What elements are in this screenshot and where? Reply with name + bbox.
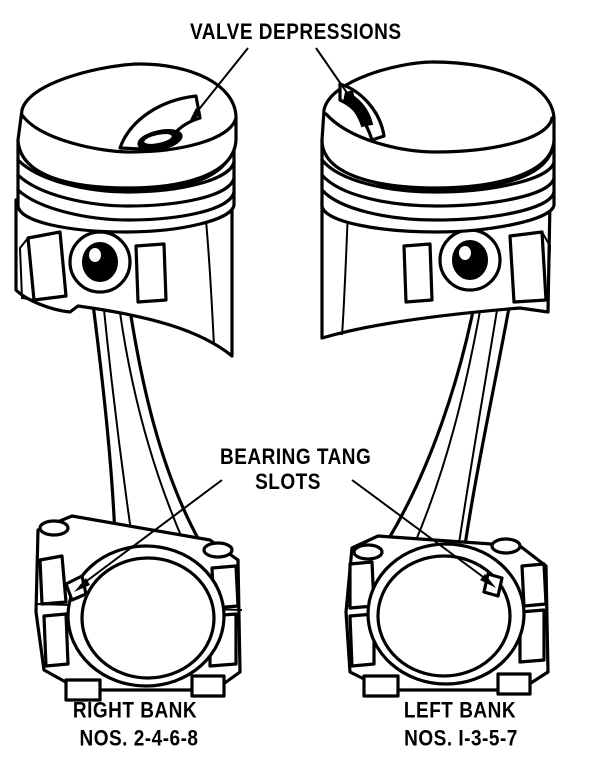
valve-depression-leader-right-bank <box>188 47 249 124</box>
right-bank-title: RIGHT BANK <box>72 699 198 724</box>
bearing-tang-slots-label-line1: BEARING TANG <box>220 445 372 470</box>
leader-lines <box>74 47 496 592</box>
left-bank-numbers: NOS. I-3-5-7 <box>404 727 518 752</box>
left-bank-rod-big-end <box>344 534 550 698</box>
right-bank-assembly <box>14 62 243 702</box>
left-bank-piston <box>320 60 556 340</box>
right-bank-numbers: NOS. 2-4-6-8 <box>79 727 199 752</box>
bearing-tang-slots-label-line2: SLOTS <box>255 470 321 495</box>
left-bank-connecting-rod <box>386 294 512 554</box>
right-bank-piston <box>14 62 238 358</box>
left-bank-title: LEFT BANK <box>403 699 517 724</box>
valve-depressions-label: VALVE DEPRESSIONS <box>190 20 402 45</box>
valve-depression-leader-left-bank <box>315 47 356 106</box>
bearing-tang-leader-left-bank <box>351 479 496 588</box>
bearing-tang-leader-right-bank <box>74 479 223 592</box>
right-bank-rod-big-end <box>34 514 243 702</box>
left-bank-assembly <box>320 60 556 698</box>
